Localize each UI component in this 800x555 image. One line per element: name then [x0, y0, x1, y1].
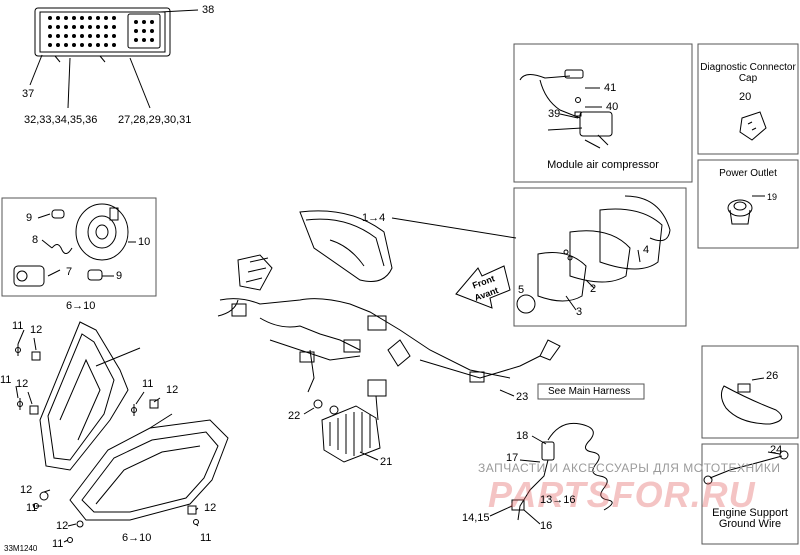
- wiring-harness: [217, 254, 561, 421]
- callout-6-10-top: 6→10: [66, 300, 96, 312]
- callout-16: 16: [540, 520, 553, 532]
- callout-21: 21: [380, 456, 393, 468]
- callout-12-f: 12: [204, 502, 217, 514]
- compressor-title: Module air compressor: [547, 159, 659, 171]
- watermark-brand: PARTSFOR.RU: [488, 474, 756, 515]
- callout-11-d: 11: [26, 502, 38, 514]
- callout-37: 37: [22, 88, 35, 100]
- callout-32-36: 32,33,34,35,36: [24, 114, 98, 126]
- callout-41: 41: [604, 82, 617, 94]
- callout-12-c: 12: [166, 384, 179, 396]
- right-headlamp-housing: [69, 419, 229, 521]
- callout-11-b: 11: [0, 374, 12, 386]
- cable-strap: [720, 383, 783, 425]
- callout-20: 20: [739, 91, 752, 103]
- callout-1-4: 1→4: [362, 212, 386, 224]
- diagnostic-cap: [739, 111, 767, 141]
- coiled-cable: [511, 422, 613, 521]
- callout-2: 2: [590, 283, 597, 295]
- callout-9-bottom: 9: [116, 270, 123, 282]
- callout-39: 39: [548, 108, 561, 120]
- callout-26: 26: [766, 370, 779, 382]
- callout-6-10-bottom: 6→10: [122, 532, 152, 544]
- callout-11-e: 11: [52, 538, 64, 550]
- ground-wire-title: Engine Support Ground Wire: [712, 507, 788, 530]
- power-outlet: [727, 195, 765, 225]
- callout-3: 3: [576, 306, 583, 318]
- callout-23: 23: [516, 391, 529, 403]
- figure-code: 33M1240: [4, 544, 38, 553]
- diagnostic-cap-title: Diagnostic Connector Cap: [700, 62, 796, 84]
- callout-12-e: 12: [56, 520, 69, 532]
- callout-5: 5: [518, 284, 525, 296]
- callout-12-d: 12: [20, 484, 33, 496]
- callout-27-31: 27,28,29,30,31: [118, 114, 192, 126]
- instrument-cluster: [299, 210, 393, 282]
- callout-13-16: 13→16: [540, 494, 576, 506]
- front-direction-arrow: [455, 265, 511, 309]
- left-headlamp-housing: [39, 321, 129, 471]
- callout-40: 40: [606, 101, 619, 113]
- callout-17: 17: [506, 452, 519, 464]
- ground-wire: [703, 450, 789, 485]
- callout-11-f: 11: [200, 532, 212, 544]
- callout-11-a: 11: [12, 320, 24, 332]
- callout-22: 22: [288, 410, 301, 422]
- callout-9-top: 9: [26, 212, 33, 224]
- callout-7: 7: [66, 266, 73, 278]
- callout-14-15: 14,15: [462, 512, 490, 524]
- callout-12-b: 12: [16, 378, 29, 390]
- callout-4: 4: [643, 244, 650, 256]
- callout-8: 8: [32, 234, 39, 246]
- callout-19: 19: [767, 192, 778, 202]
- callout-18: 18: [516, 430, 529, 442]
- callout-11-c: 11: [142, 378, 154, 390]
- callout-12-a: 12: [30, 324, 43, 336]
- callout-10: 10: [138, 236, 151, 248]
- watermark-tagline: ЗАПЧАСТИ И АКСЕССУАРЫ ДЛЯ МОТОТЕХНИКИ: [478, 461, 781, 475]
- ecu-module: [34, 7, 171, 63]
- air-compressor-module: [519, 69, 613, 149]
- headlight-bulb-assembly: [13, 203, 129, 287]
- voltage-regulator: [313, 399, 381, 463]
- power-outlet-title: Power Outlet: [719, 168, 777, 179]
- callout-38: 38: [202, 4, 215, 16]
- callout-24: 24: [770, 444, 783, 456]
- main-harness-reference: See Main Harness: [548, 386, 631, 397]
- instrument-cluster-exploded: [516, 195, 671, 314]
